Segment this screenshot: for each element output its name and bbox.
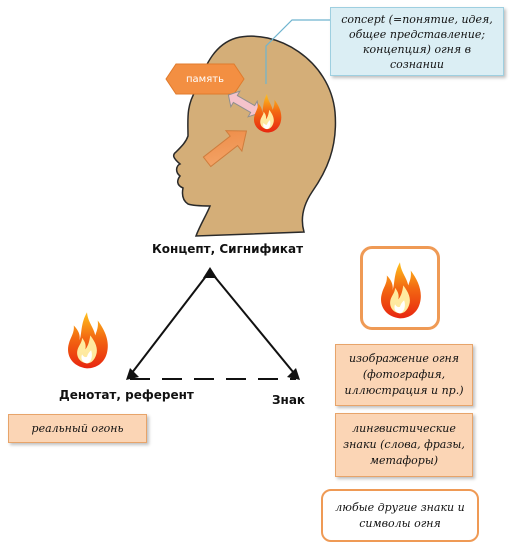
concept-node-label: Концепт, Сигнификат: [152, 242, 304, 256]
real-fire-box: реальный огонь: [8, 414, 147, 443]
callout-pointer: [265, 19, 330, 84]
concept-callout: concept (=понятие, идея, общее представл…: [330, 7, 504, 76]
linguistic-sign-text: лингвистические знаки (слова, фразы, мет…: [343, 422, 465, 467]
other-sign-text: любые другие знаки и символы огня: [335, 500, 465, 530]
other-sign-box: любые другие знаки и символы огня: [321, 489, 479, 542]
perception-arrow: [202, 130, 248, 168]
sign-arrowhead: [287, 368, 300, 380]
triangle-right-edge: [209, 270, 299, 379]
apex-arrowhead: [203, 267, 217, 278]
sign-node-label: Знак: [272, 393, 306, 407]
image-sign-box: изображение огня (фотография, иллюстраци…: [335, 344, 473, 406]
triangle-left-edge: [127, 270, 211, 379]
memory-label: память: [186, 73, 224, 85]
denotat-arrowhead: [126, 368, 139, 380]
denotat-node-label: Денотат, референт: [59, 388, 194, 402]
denotat-flame-icon: [68, 312, 108, 369]
image-frame-flame: [381, 262, 421, 319]
linguistic-sign-box: лингвистические знаки (слова, фразы, мет…: [335, 413, 473, 477]
concept-callout-text: concept (=понятие, идея, общее представл…: [341, 12, 493, 71]
real-fire-text: реальный огонь: [31, 422, 124, 435]
image-sign-text: изображение огня (фотография, иллюстраци…: [344, 352, 464, 397]
